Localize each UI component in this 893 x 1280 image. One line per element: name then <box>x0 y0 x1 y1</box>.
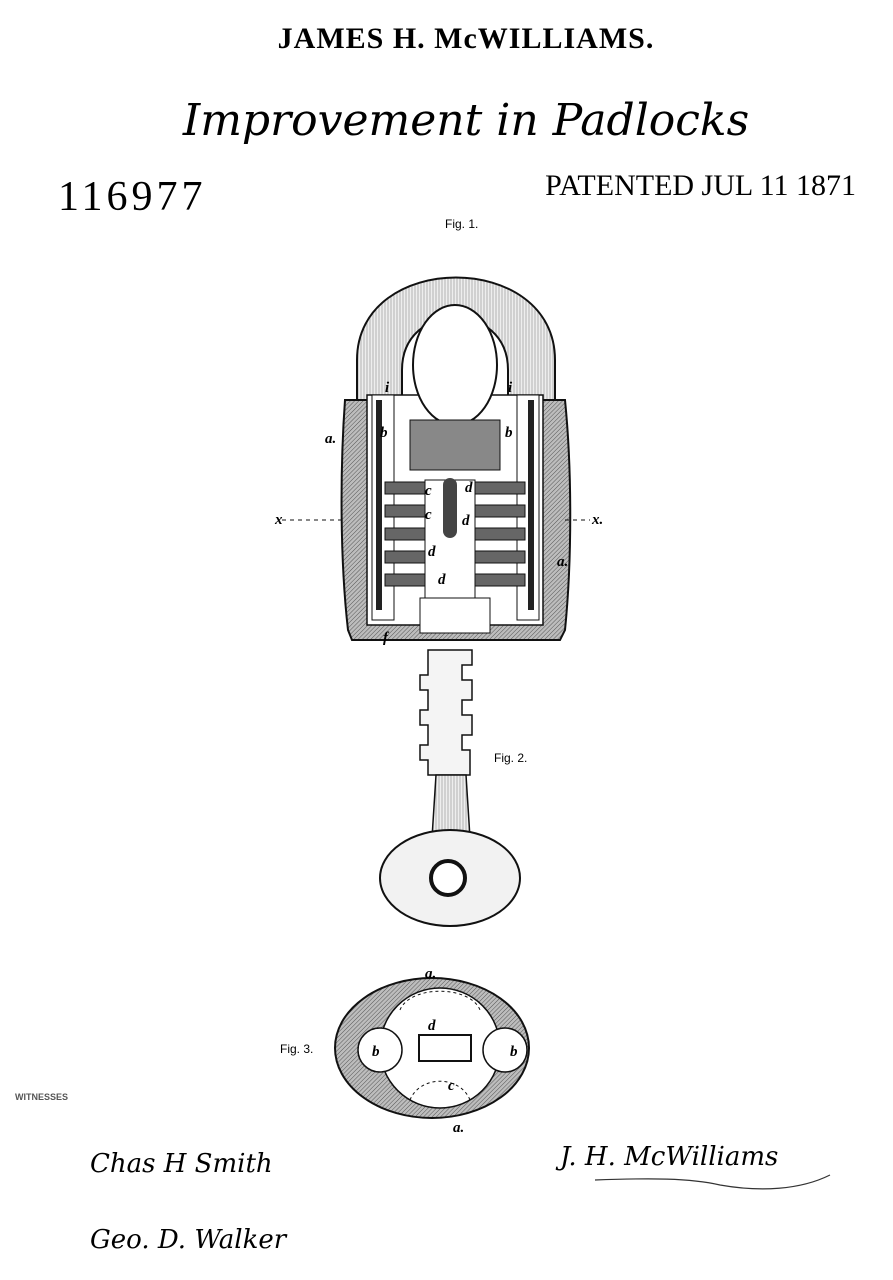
label-a: a. <box>557 554 568 570</box>
signature-flourish <box>594 1174 831 1190</box>
label-b: b <box>505 425 513 441</box>
witness-signature-1: Chas H Smith <box>90 1149 273 1179</box>
label-d: d <box>428 544 436 560</box>
patent-number: 116977 <box>58 174 206 220</box>
label-c: c <box>425 507 432 523</box>
label-c: c <box>425 483 432 499</box>
label-d: d <box>438 572 446 588</box>
label-d: d <box>465 480 473 496</box>
inventor-name: JAMES H. McWILLIAMS. <box>278 22 655 55</box>
key-figure <box>379 649 521 927</box>
label-a: a. <box>453 1120 464 1136</box>
label-b: b <box>510 1044 518 1060</box>
patent-title: Improvement in Padlocks <box>182 95 749 146</box>
fig1-label: Fig. 1. <box>445 217 478 231</box>
inventor-signature: J. H. McWilliams <box>555 1142 778 1172</box>
label-x: x. <box>591 512 603 528</box>
label-x: x <box>274 512 283 528</box>
label-b: b <box>372 1044 380 1060</box>
witness-signature-2: Geo. D. Walker <box>90 1225 288 1255</box>
label-i: i <box>508 380 513 396</box>
label-f: f <box>383 630 390 646</box>
padlock-figure <box>282 276 590 641</box>
label-i: i <box>385 380 390 396</box>
label-d: d <box>428 1018 436 1034</box>
label-b: b <box>380 425 388 441</box>
witnesses-label: WITNESSES <box>15 1092 68 1102</box>
label-a: a. <box>425 966 436 982</box>
patented-date: PATENTED JUL 11 1871 <box>545 169 856 202</box>
label-a: a. <box>325 431 336 447</box>
fig3-label: Fig. 3. <box>280 1042 313 1056</box>
fig2-label: Fig. 2. <box>494 751 527 765</box>
label-d: d <box>462 513 470 529</box>
cross-section-figure <box>334 977 530 1119</box>
label-c: c <box>448 1078 455 1094</box>
